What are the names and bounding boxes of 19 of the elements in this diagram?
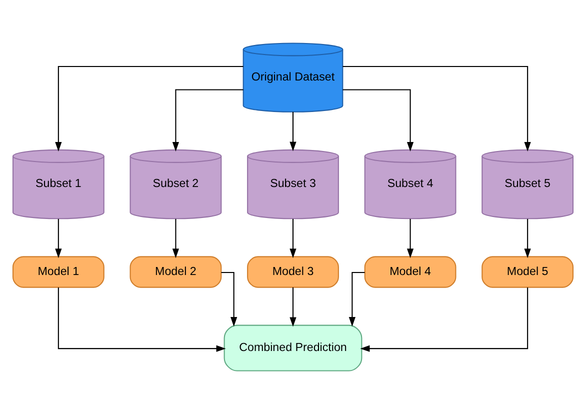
node-box: Model 3: [247, 256, 339, 288]
arrow: [342, 89, 414, 152]
arrow: [55, 218, 62, 258]
arrow: [290, 287, 296, 327]
arrow: [55, 66, 244, 152]
node-box: Model 4: [364, 256, 456, 288]
arrow: [360, 287, 528, 352]
arrow: [290, 218, 296, 258]
arrow: [342, 66, 531, 152]
node-box: Model 1: [12, 256, 104, 288]
node-box: Model 2: [130, 256, 222, 288]
arrow: [172, 89, 244, 152]
arrow: [406, 218, 414, 258]
arrow: [290, 112, 296, 152]
node-box: Combined Prediction: [224, 324, 362, 372]
arrow: [58, 287, 226, 352]
arrow: [524, 218, 531, 258]
node-box: Model 5: [482, 256, 574, 288]
arrow: [172, 218, 180, 258]
